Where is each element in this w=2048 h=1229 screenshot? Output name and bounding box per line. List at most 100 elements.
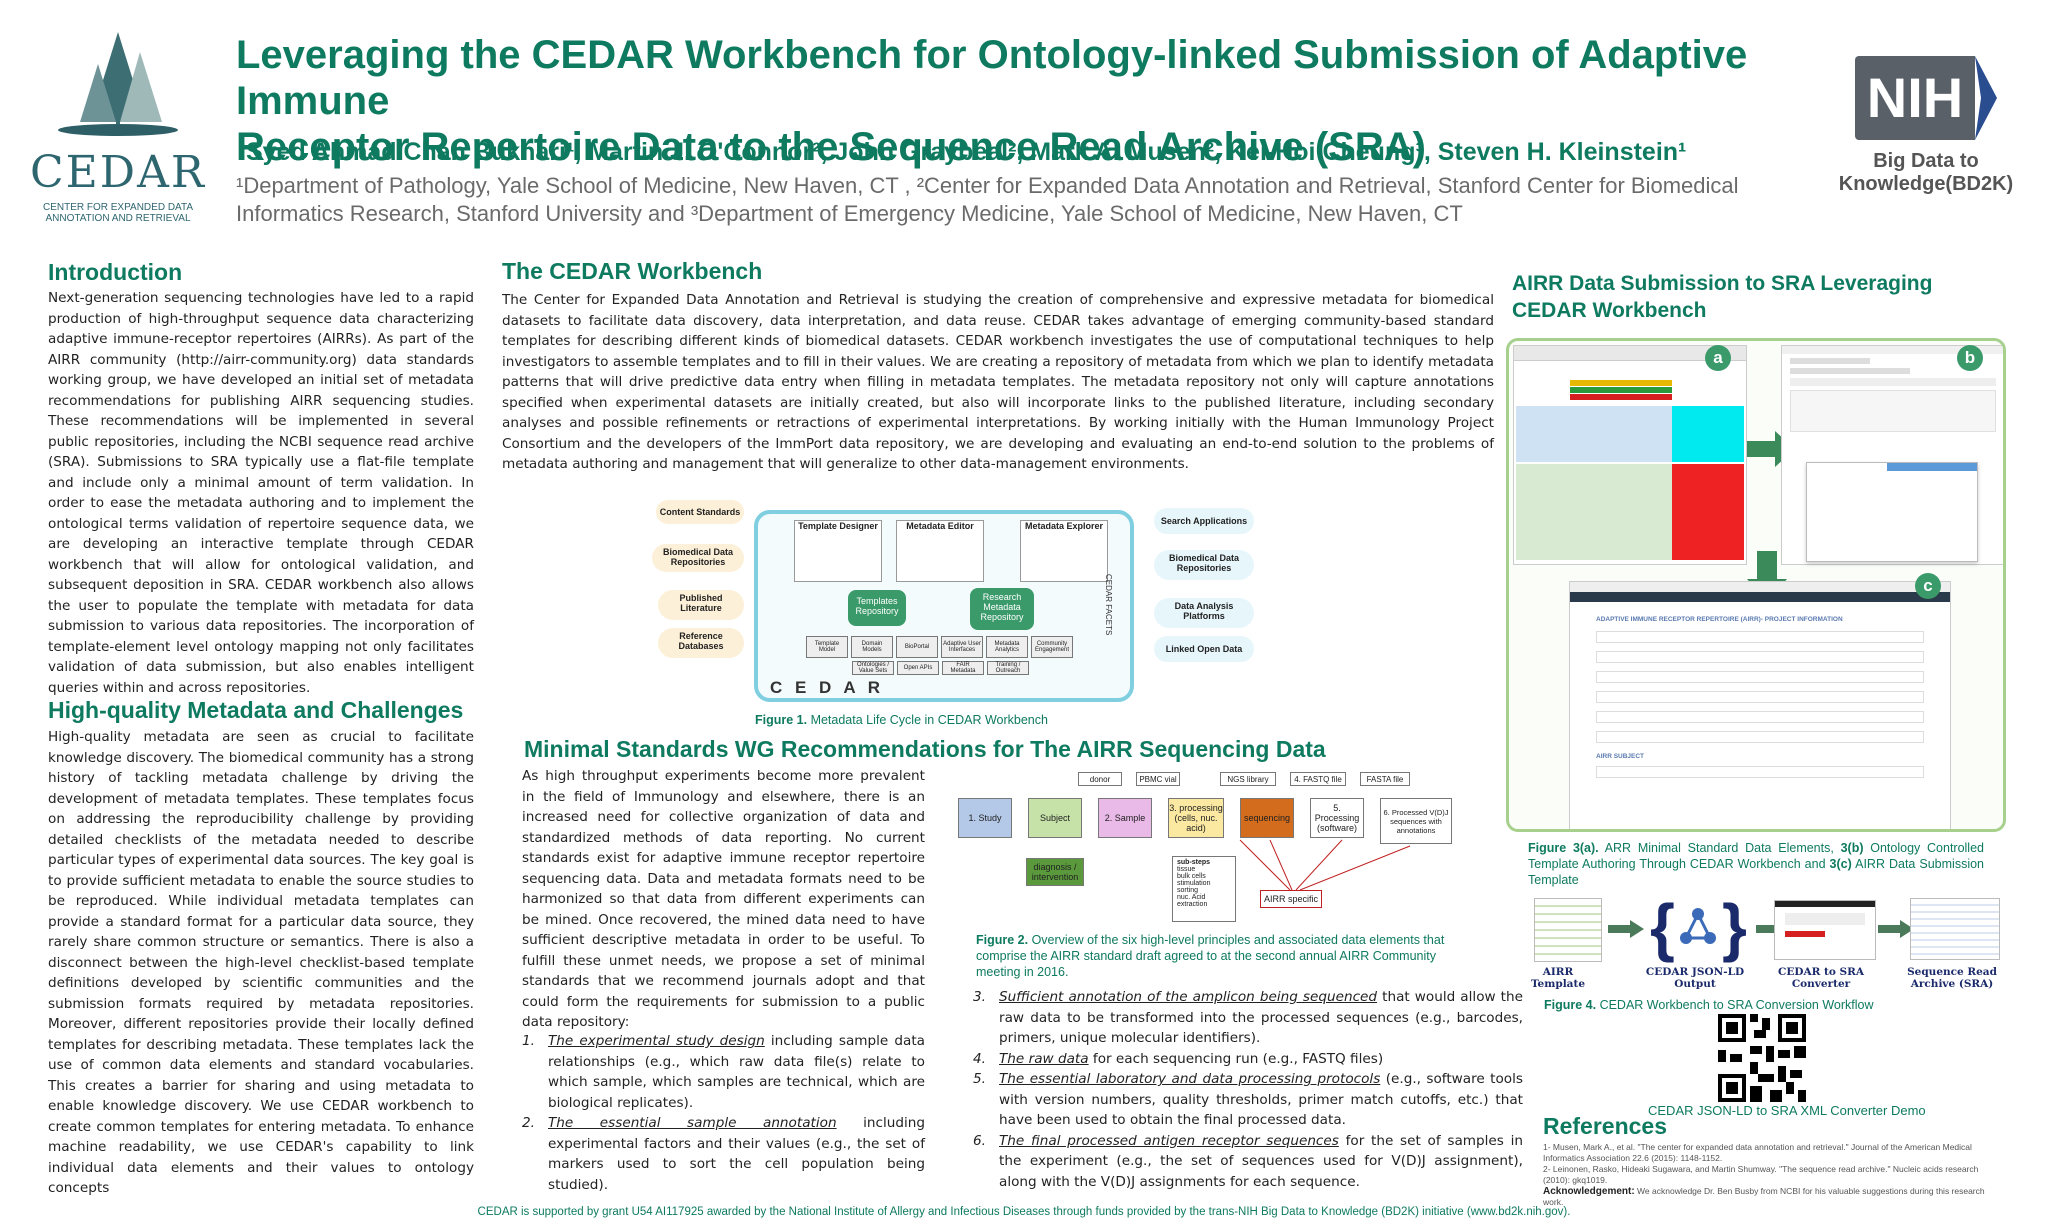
tag: 4. FASTQ file (1290, 772, 1346, 786)
figure2-diagram: donor PBMC vial NGS library 4. FASTQ fil… (950, 770, 1470, 922)
workbench-text: The Center for Expanded Data Annotation … (502, 292, 1494, 472)
workflow-label: Sequence Read Archive (SRA) (1907, 966, 1997, 990)
nih-line1: Big Data to (1873, 150, 1979, 172)
workflow-label: CEDAR JSON-LD Output (1645, 966, 1745, 990)
figure3-panel: a b ADAPTIVE IMMUNE RECEPTOR REPERTOIRE … (1506, 338, 2006, 832)
panel-metadata-explorer: Metadata Explorer (1020, 520, 1108, 582)
airr-items-left: 1.The experimental study design includin… (522, 1031, 925, 1195)
sra-thumb (1910, 898, 2000, 960)
substep: nuc. Acid extraction (1177, 894, 1208, 908)
step: 6. Processed V(D)J sequences with annota… (1380, 798, 1452, 844)
label-b: b (1957, 345, 1983, 371)
tag: FASTA file (1360, 772, 1410, 786)
figure3-caption: Figure 3(a). ARR Minimal Standard Data E… (1528, 841, 1984, 887)
step: sequencing (1240, 798, 1294, 838)
facet: Community Engagement (1031, 636, 1073, 658)
step: Subject (1028, 798, 1082, 838)
facets-side-label: CEDAR FACETS (1104, 574, 1113, 636)
airr-item-5: 5.The essential laboratory and data proc… (973, 1071, 1523, 1128)
logo-line1: CENTER FOR EXPANDED DATA (42, 202, 193, 213)
step: 3. processing (cells, nuc. acid) (1168, 798, 1224, 838)
left-item: Published Literature (658, 590, 744, 620)
form-title: ADAPTIVE IMMUNE RECEPTOR REPERTOIRE (AIR… (1596, 616, 1843, 623)
right-item: Data Analysis Platforms (1154, 598, 1254, 628)
facet: FAIR Metadata (942, 661, 984, 675)
fig2-caption-bold: Figure 2. (976, 933, 1029, 947)
step: 1. Study (958, 798, 1012, 838)
form-subtitle: AIRR SUBJECT (1596, 753, 1645, 760)
references-heading: References (1543, 1113, 1668, 1139)
submission-heading: AIRR Data Submission to SRA Leveraging C… (1512, 272, 1933, 322)
research-metadata-repository: Research Metadata Repository (970, 588, 1034, 630)
arrow-right-icon (1608, 920, 1644, 938)
hq-heading: High-quality Metadata and Challenges (48, 697, 464, 723)
step: 5. Processing (software) (1310, 798, 1364, 838)
airr-item-6: 6.The final processed antigen receptor s… (973, 1132, 1523, 1190)
workflow-label: CEDAR to SRA Converter (1778, 966, 1864, 990)
facet: Ontologies / Value Sets (852, 661, 894, 675)
poster-title: Leveraging the CEDAR Workbench for Ontol… (236, 32, 1836, 170)
workflow-label: AIRR Template (1530, 966, 1586, 990)
left-item: Reference Databases (658, 628, 744, 658)
fig2-caption-text: Overview of the six high-level principle… (976, 933, 1445, 979)
right-item: Biomedical Data Repositories (1154, 550, 1254, 580)
intro-text: Next-generation sequencing technologies … (48, 290, 474, 696)
title-line1: Leveraging the CEDAR Workbench for Ontol… (236, 33, 1748, 123)
chevron-right-icon (1975, 56, 1997, 140)
intro-heading: Introduction (48, 259, 183, 285)
substep: stimulation (1177, 880, 1211, 887)
facet: Open APIs (897, 661, 939, 675)
panel-template-designer: Template Designer (794, 520, 882, 582)
airr-template-thumb (1534, 898, 1602, 962)
facet: Metadata Analytics (986, 636, 1028, 658)
figure2-caption: Figure 2. Overview of the six high-level… (976, 932, 1476, 980)
panel-b-template-authoring (1781, 345, 2003, 565)
label-a: a (1705, 345, 1731, 371)
converter-thumb (1774, 900, 1876, 960)
authors: Syed Ahmad Chan Bukhari¹, Martin J. O'Co… (246, 138, 1687, 166)
airr-item-3: 3.Sufficient annotation of the amplicon … (973, 989, 1523, 1046)
cedar-logo: CEDAR CENTER FOR EXPANDED DATA ANNOTATIO… (28, 30, 208, 225)
json-ld-icon-close: } (1722, 891, 1747, 963)
panel-c-submission-form: ADAPTIVE IMMUNE RECEPTOR REPERTOIRE (AIR… (1569, 581, 1951, 829)
figure4-caption: Figure 4. CEDAR Workbench to SRA Convers… (1544, 998, 1874, 1012)
logo-line2: ANNOTATION AND RETRIEVAL (45, 213, 191, 224)
qr-code-icon[interactable] (1718, 1014, 1806, 1102)
cedar-main-box: Template Designer Metadata Editor Metada… (754, 510, 1134, 702)
figure4-workflow: { } AIRR Template CEDAR JSON-LD Output C… (1530, 891, 2000, 992)
figure1-caption: Figure 1. Metadata Life Cycle in CEDAR W… (755, 712, 1048, 728)
airr-intro: As high throughput experiments become mo… (522, 768, 925, 1030)
hq-text: High-quality metadata are seen as crucia… (48, 729, 474, 1196)
nih-logo: NIH Big Data to Knowledge(BD2K) (1836, 56, 2016, 196)
json-ld-icon: { (1650, 891, 1675, 963)
facets-grid: Template Model Domain Models BioPortal A… (806, 636, 1078, 680)
qr-caption: CEDAR JSON-LD to SRA XML Converter Demo (1648, 1103, 1926, 1118)
right-item: Linked Open Data (1154, 636, 1254, 662)
airr-item-4: 4.The raw data for each sequencing run (… (973, 1050, 1384, 1067)
airr-specific-arrows (1239, 839, 1411, 891)
logo-wordmark: CEDAR (30, 147, 206, 198)
nih-badge: NIH (1855, 56, 1975, 140)
left-item: Biomedical Data Repositories (652, 544, 744, 572)
references-list: 1- Musen, Mark A., et al. "The center fo… (1543, 1142, 2003, 1208)
affil-line2: Informatics Research, Stanford Universit… (236, 201, 1463, 226)
substeps-title: sub-steps (1177, 859, 1211, 866)
footer: CEDAR is supported by grant U54 AI117925… (477, 1206, 1571, 1218)
facet: Training / Outreach (987, 661, 1029, 675)
airr-item-1: 1.The experimental study design includin… (522, 1033, 926, 1111)
reference-2: 2- Leinonen, Rasko, Hideaki Sugawara, an… (1543, 1164, 1979, 1185)
acknowledgement: Acknowledgement: We acknowledge Dr. Ben … (1543, 1186, 1985, 1207)
right-item: Search Applications (1154, 508, 1254, 534)
arrow-right-icon (1878, 920, 1914, 938)
panel-a-spreadsheet (1513, 345, 1747, 565)
templates-repository: Templates Repository (848, 590, 906, 626)
tag: donor (1078, 772, 1122, 786)
reference-1: 1- Musen, Mark A., et al. "The center fo… (1543, 1142, 1972, 1163)
facet: Template Model (806, 636, 848, 658)
cedar-box-label: C E D A R (770, 678, 885, 697)
substep: bulk cells (1177, 873, 1206, 880)
left-item: Content Standards (656, 500, 744, 524)
airr-items-right: 3.Sufficient annotation of the amplicon … (973, 987, 1523, 1192)
tag: PBMC vial (1136, 772, 1180, 786)
facet: BioPortal (896, 636, 938, 658)
